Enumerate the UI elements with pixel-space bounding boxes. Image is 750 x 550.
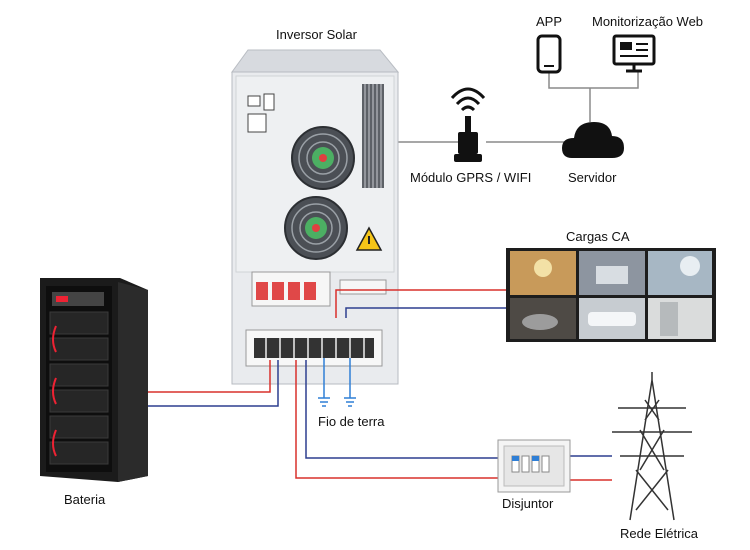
gprs-label: Módulo GPRS / WIFI xyxy=(410,170,532,185)
cooling-fan-top xyxy=(291,126,355,190)
vent-grille xyxy=(362,84,384,188)
gprs-wifi-module xyxy=(450,87,486,162)
web-monitoring-label: Monitorização Web xyxy=(592,14,704,29)
ground-label: Fio de terra xyxy=(318,414,385,429)
battery-label: Bateria xyxy=(64,492,106,507)
breaker-label: Disjuntor xyxy=(502,496,554,511)
inverter-label: Inversor Solar xyxy=(276,27,357,42)
ac-loads-panel xyxy=(506,248,716,342)
terminal-block xyxy=(245,329,383,367)
battery-rack xyxy=(40,278,148,482)
app-label: APP xyxy=(536,14,563,29)
comm-wires xyxy=(398,72,639,143)
ground-wires xyxy=(318,358,356,407)
server-label: Servidor xyxy=(568,170,617,185)
solar-inverter xyxy=(231,49,400,385)
cloud-server-icon xyxy=(562,122,624,158)
monitor-icon xyxy=(612,34,656,73)
grid-label: Rede Elétrica xyxy=(620,526,699,541)
power-tower-icon xyxy=(612,372,692,521)
ac-loads-label: Cargas CA xyxy=(566,229,630,244)
warning-icon xyxy=(355,226,383,251)
cooling-fan-bottom xyxy=(284,196,348,260)
breaker-box xyxy=(497,439,571,493)
phone-icon xyxy=(536,34,562,74)
power-wires xyxy=(148,289,612,481)
